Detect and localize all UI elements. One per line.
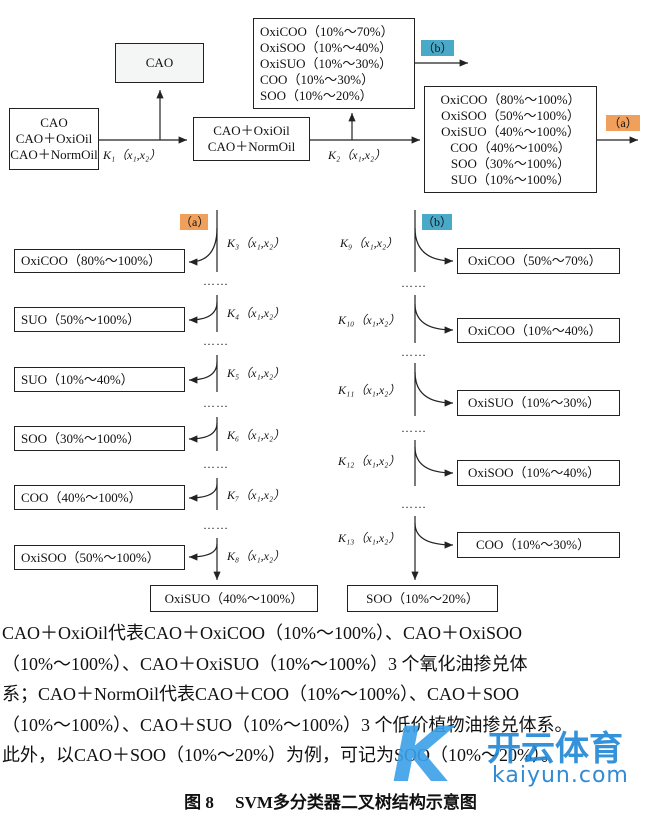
- node-line: CAO＋OxiOil: [15, 131, 93, 146]
- leaf-node: SOO（30%～100%）: [14, 426, 185, 451]
- k12-label: K₁₂（x₁,x₂）: [338, 454, 401, 468]
- k1-label: K₁（x₁,x₂）: [103, 148, 162, 162]
- node-line: SOO（30%～100%）: [450, 155, 571, 171]
- node-line: OxiSUO（40%～100%）: [164, 590, 304, 606]
- paragraph-line: 此外，以CAO＋SOO（10%～20%）为例，可记为SOO（10%～20%）。: [2, 745, 559, 765]
- cao-node: CAO: [115, 43, 204, 83]
- node-line: OxiCOO（50%～70%）: [468, 253, 602, 268]
- b-group-node: OxiCOO（10%～70%） OxiSOO（10%～40%） OxiSUO（1…: [253, 18, 415, 109]
- node-line: COO（10%～30%）: [260, 71, 375, 87]
- node-line: CAO: [145, 55, 174, 70]
- ellipsis: ……: [203, 334, 229, 348]
- node-line: COO（10%～30%）: [476, 537, 591, 552]
- ellipsis: ……: [401, 421, 427, 435]
- kaiyun-logo-icon: K: [392, 710, 451, 799]
- node-line: OxiSUO（10%～30%）: [468, 395, 601, 410]
- node-line: CAO: [40, 115, 68, 130]
- node-line: OxiSUO（40%～100%）: [441, 123, 580, 139]
- paragraph-line: （10%～100%）、CAO＋SUO（10%～100%）3 个低价植物油掺兑体系…: [2, 714, 573, 735]
- k13-label: K₁₃（x₁,x₂）: [338, 531, 401, 545]
- k10-label: K₁₀（x₁,x₂）: [338, 313, 401, 327]
- ellipsis: ……: [401, 497, 427, 511]
- node-line: OxiCOO（80%～100%）: [440, 91, 581, 107]
- k2-label: K₂（x₁,x₂）: [328, 148, 387, 162]
- k11-label: K₁₁（x₁,x₂）: [338, 383, 401, 397]
- k7-label: K₇（x₁,x₂）: [227, 488, 286, 502]
- ellipsis: ……: [401, 276, 427, 290]
- node-line: OxiSOO（10%～40%）: [260, 39, 393, 55]
- leaf-node: SUO（10%～40%）: [14, 367, 185, 392]
- node-line: OxiCOO（10%～40%）: [468, 322, 602, 338]
- ellipsis: ……: [401, 345, 427, 359]
- leaf-node: SUO（50%～100%）: [14, 307, 185, 332]
- left-final-node: OxiSUO（40%～100%）: [150, 585, 318, 612]
- connector-lines: [99, 59, 638, 580]
- ellipsis: ……: [203, 396, 229, 410]
- badge-b: （b）: [421, 40, 454, 56]
- node-line: OxiCOO（10%～70%）: [260, 23, 394, 39]
- node-line: OxiSOO（50%～100%）: [21, 549, 160, 565]
- right-final-node: SOO（10%～20%）: [347, 585, 498, 612]
- node-line: OxiSUO（10%～30%）: [260, 55, 393, 71]
- leaf-node: OxiSUO（10%～30%）: [457, 390, 620, 416]
- ellipsis: ……: [203, 457, 229, 471]
- k3-label: K₃（x₁,x₂）: [227, 236, 286, 250]
- node-line: SOO（30%～100%）: [21, 430, 141, 446]
- k5-label: K₅（x₁,x₂）: [227, 366, 286, 380]
- node-line: COO（40%～100%）: [450, 139, 571, 155]
- node-line: OxiSOO（10%～40%）: [468, 465, 601, 480]
- node-line: CAO＋OxiOil: [213, 123, 290, 138]
- leaf-node: COO（10%～30%）: [457, 532, 620, 558]
- description-paragraph: CAO＋OxiOil代表CAO＋OxiCOO（10%～100%）、CAO＋Oxi…: [2, 618, 658, 771]
- k8-label: K₈（x₁,x₂）: [227, 549, 286, 563]
- watermark-en: kaiyun.com: [492, 763, 629, 788]
- node-line: SOO（10%～20%）: [260, 87, 373, 103]
- leaf-node: OxiCOO（10%～40%）: [457, 318, 620, 343]
- leaf-node: OxiCOO（80%～100%）: [14, 249, 185, 273]
- paragraph-line: （10%～100%）、CAO＋OxiSUO（10%～100%）3 个氧化油掺兑体: [2, 653, 528, 674]
- k9-label: K₉（x₁,x₂）: [340, 236, 399, 250]
- paragraph-line: 系；CAO＋NormOil代表CAO＋COO（10%～100%）、CAO＋SOO: [2, 684, 520, 704]
- leaf-node: OxiSOO（10%～40%）: [457, 460, 620, 486]
- leaf-node: COO（40%～100%）: [14, 485, 185, 510]
- a-group-node: OxiCOO（80%～100%） OxiSOO（50%～100%） OxiSUO…: [424, 86, 597, 193]
- k4-label: K₄（x₁,x₂）: [227, 306, 286, 320]
- node-line: CAO＋NormOil: [10, 147, 98, 162]
- node-line: OxiCOO（80%～100%）: [21, 253, 162, 268]
- figure-caption: 图 8 SVM多分类器二叉树结构示意图: [184, 793, 477, 812]
- node-line: COO（40%～100%）: [21, 489, 142, 505]
- left-branch-badge: （a）: [180, 214, 210, 230]
- node-line: SUO（50%～100%）: [21, 311, 141, 327]
- node-line: SUO（10%～40%）: [21, 371, 134, 387]
- mixed-oil-node: CAO＋OxiOil CAO＋NormOil: [193, 117, 310, 161]
- k6-label: K₆（x₁,x₂）: [227, 428, 286, 442]
- leaf-node: OxiCOO（50%～70%）: [457, 248, 620, 274]
- ellipsis: ……: [203, 518, 229, 532]
- right-branch-badge: （b）: [422, 214, 453, 230]
- node-line: SUO（10%～100%）: [450, 171, 571, 187]
- node-line: SOO（10%～20%）: [366, 590, 479, 606]
- paragraph-line: CAO＋OxiOil代表CAO＋OxiCOO（10%～100%）、CAO＋Oxi…: [2, 623, 523, 643]
- watermark-cn: 开云体育: [487, 729, 623, 769]
- leaf-node: OxiSOO（50%～100%）: [14, 545, 185, 570]
- node-line: OxiSOO（50%～100%）: [441, 107, 580, 123]
- badge-a: （a）: [606, 115, 640, 131]
- node-line: CAO＋NormOil: [207, 139, 296, 154]
- source-node: CAO CAO＋OxiOil CAO＋NormOil: [9, 108, 99, 170]
- ellipsis: ……: [203, 274, 229, 288]
